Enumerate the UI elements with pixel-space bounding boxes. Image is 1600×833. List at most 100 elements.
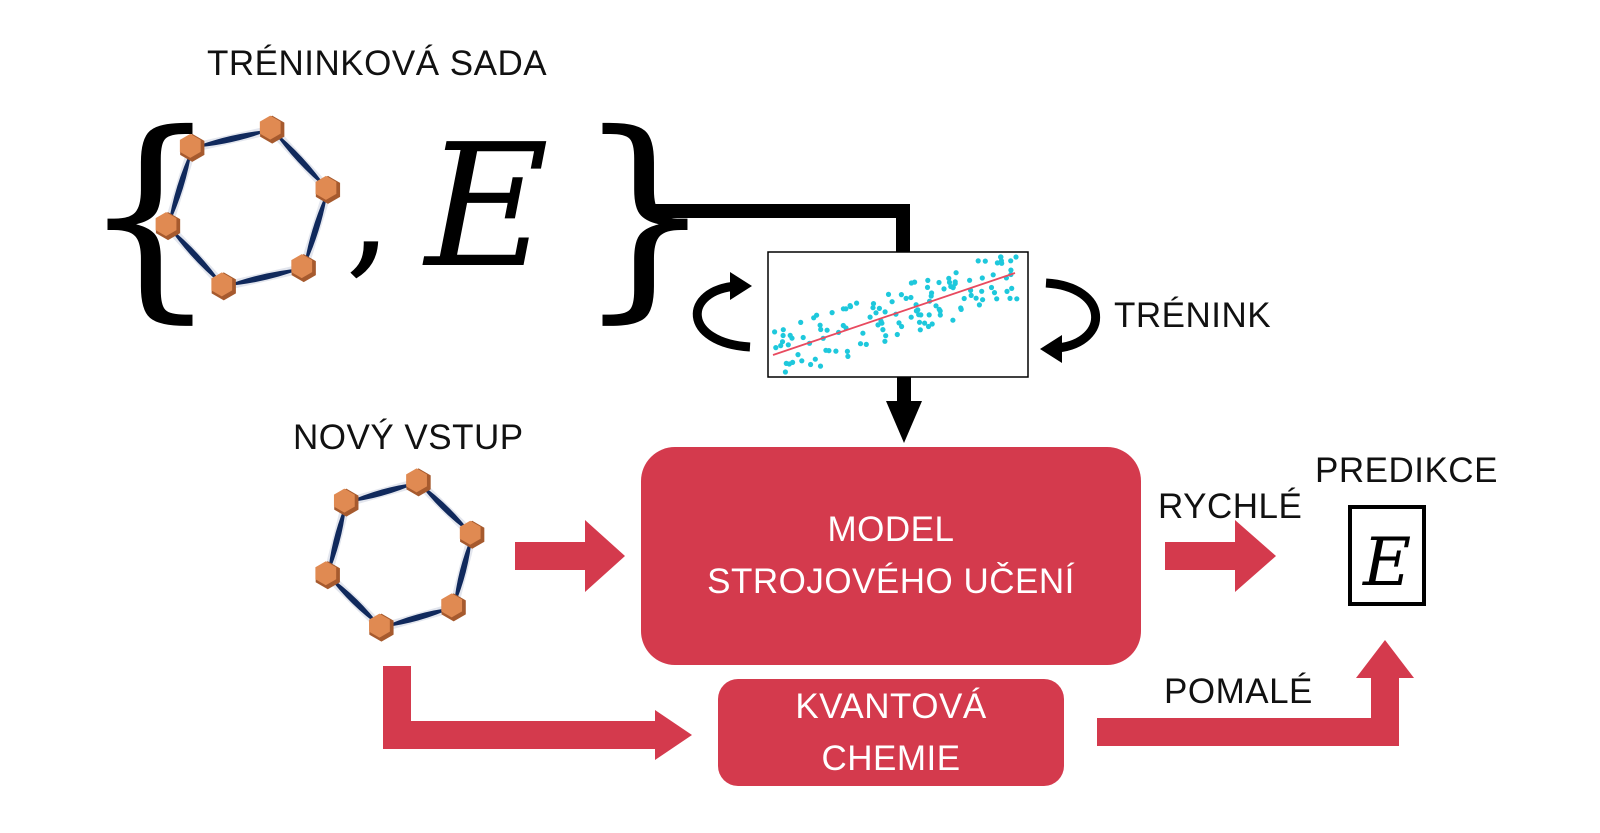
scatter-point	[933, 303, 939, 309]
scatter-point	[808, 361, 814, 368]
bond	[327, 502, 347, 576]
prediction-label: PREDIKCE	[1315, 451, 1498, 490]
scatter-point	[936, 279, 942, 286]
bond	[223, 268, 304, 287]
scatter-point	[780, 332, 786, 339]
scatter-point	[818, 326, 824, 333]
scatter-point	[961, 295, 967, 302]
scatter-point	[975, 258, 981, 264]
scatter-point	[898, 292, 905, 298]
atom	[369, 613, 390, 638]
scatter-point	[867, 314, 873, 320]
scatter-point	[899, 323, 905, 330]
scatter-point	[950, 284, 956, 290]
scatter-point	[918, 312, 924, 318]
bond	[192, 129, 273, 148]
scatter-point	[778, 343, 784, 349]
scatter-point	[994, 296, 1000, 302]
scatter-point	[783, 360, 789, 366]
bond	[168, 147, 193, 227]
scatter-point	[863, 341, 869, 347]
scatter-point	[787, 332, 793, 338]
scatter-point	[833, 348, 839, 354]
scatter-point	[883, 333, 889, 339]
scatter-point	[889, 299, 895, 305]
scatter-point	[1013, 254, 1019, 260]
scatter-point	[953, 270, 959, 276]
atom	[315, 175, 337, 200]
atom	[211, 272, 233, 297]
scatter-point	[896, 320, 902, 326]
scatter-point	[999, 260, 1005, 266]
scatter-point	[976, 302, 983, 308]
fast-arrow	[1165, 520, 1276, 592]
scatter-point	[880, 327, 886, 333]
training-connector-arrow	[655, 204, 910, 258]
scatter-point	[772, 329, 778, 335]
scatter-point	[870, 301, 877, 307]
bond	[381, 607, 454, 628]
scatter-point	[857, 341, 864, 347]
scatter-point	[882, 309, 888, 315]
scatter-point	[936, 306, 942, 312]
scatter-point	[817, 322, 823, 328]
bond	[346, 482, 419, 503]
scatter-point	[979, 288, 985, 294]
quantum-chemistry-label-line-1: KVANTOVÁ	[795, 687, 987, 726]
bond	[327, 575, 382, 628]
scatter-point	[824, 327, 830, 333]
scatter-point	[946, 279, 953, 285]
plot-to-model-arrow	[886, 377, 922, 443]
scatter-point	[1014, 296, 1020, 302]
scatter-point	[916, 319, 923, 325]
scatter-point	[903, 295, 909, 301]
scatter-point	[782, 369, 789, 375]
scatter-point	[908, 314, 914, 320]
scatter-point	[990, 272, 996, 278]
scatter-point	[973, 295, 979, 301]
scatter-point	[968, 292, 974, 298]
molecule-training-icon	[155, 115, 341, 301]
scatter-point	[840, 322, 846, 329]
scatter-point	[908, 280, 915, 286]
energy-symbol-prediction: E	[1362, 524, 1411, 601]
bond	[272, 129, 328, 190]
input-to-model-arrow	[515, 520, 625, 592]
input-to-quantum-arrow	[383, 666, 692, 760]
scatter-point	[1008, 258, 1014, 264]
scatter-point	[994, 260, 1001, 266]
scatter-point	[795, 352, 801, 358]
training-cycle-left-icon	[692, 272, 752, 352]
slow-arrow	[1097, 640, 1414, 746]
bond	[168, 226, 224, 287]
scatter-point	[926, 312, 932, 318]
scatter-point	[913, 308, 920, 314]
atom	[459, 520, 481, 545]
atom	[441, 593, 463, 618]
scatter-point	[988, 284, 995, 291]
scatter-point	[812, 356, 818, 362]
scatter-point	[998, 254, 1004, 260]
scatter-point	[847, 303, 853, 309]
quantum-chemistry-label-line-2: CHEMIE	[821, 739, 961, 778]
scatter-points	[772, 254, 1020, 375]
ml-model-label: MODEL STROJOVÉHO UČENÍ	[641, 504, 1141, 608]
scatter-point	[773, 345, 779, 351]
scatter-point	[844, 348, 851, 354]
scatter-point	[979, 275, 985, 281]
scatter-point	[829, 310, 835, 316]
energy-symbol-large: E	[422, 108, 549, 306]
scatter-point	[878, 318, 884, 324]
scatter-point	[840, 306, 847, 312]
scatter-point	[982, 258, 988, 264]
scatter-point	[1004, 288, 1010, 294]
scatter-point	[941, 286, 947, 292]
scatter-point	[908, 294, 914, 301]
regression-plot	[767, 251, 1029, 378]
scatter-point	[854, 300, 860, 306]
scatter-point	[967, 277, 973, 283]
atom	[155, 212, 177, 237]
scatter-point	[928, 293, 934, 299]
